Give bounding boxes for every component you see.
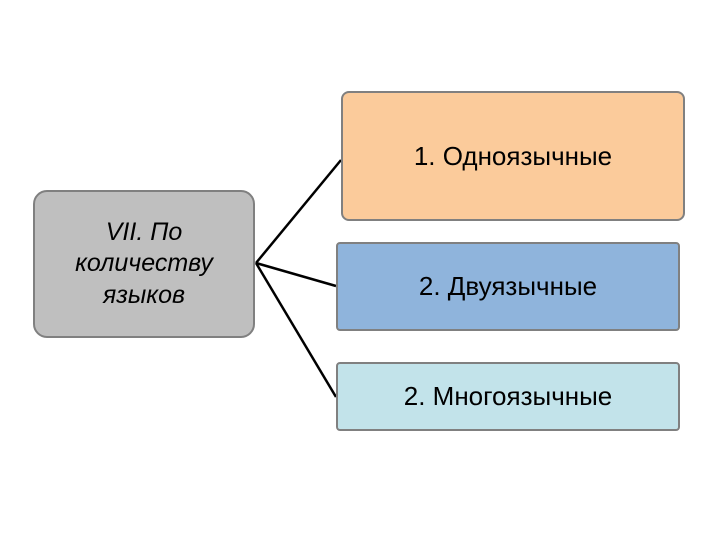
node-branch-1-label: 1. Одноязычные bbox=[413, 140, 613, 171]
node-branch-dvuyazychnye[interactable]: 2. Двуязычные bbox=[336, 242, 680, 331]
node-branch-2-label: 2. Двуязычные bbox=[418, 271, 598, 302]
node-root-label: VII. По количеству языков bbox=[75, 218, 213, 309]
node-branch-odnoyazychnye[interactable]: 1. Одноязычные bbox=[341, 91, 685, 221]
connector-root-to-branch-2 bbox=[255, 261, 337, 288]
node-branch-mnogoyazychnye[interactable]: 2. Многоязычные bbox=[336, 362, 680, 431]
node-branch-3-label: 2. Многоязычные bbox=[403, 381, 613, 412]
node-root-po-kolichestvu-yazykov[interactable]: VII. По количеству языков bbox=[33, 190, 255, 338]
connector-root-to-branch-1 bbox=[255, 159, 342, 264]
connector-root-to-branch-3 bbox=[254, 262, 338, 398]
